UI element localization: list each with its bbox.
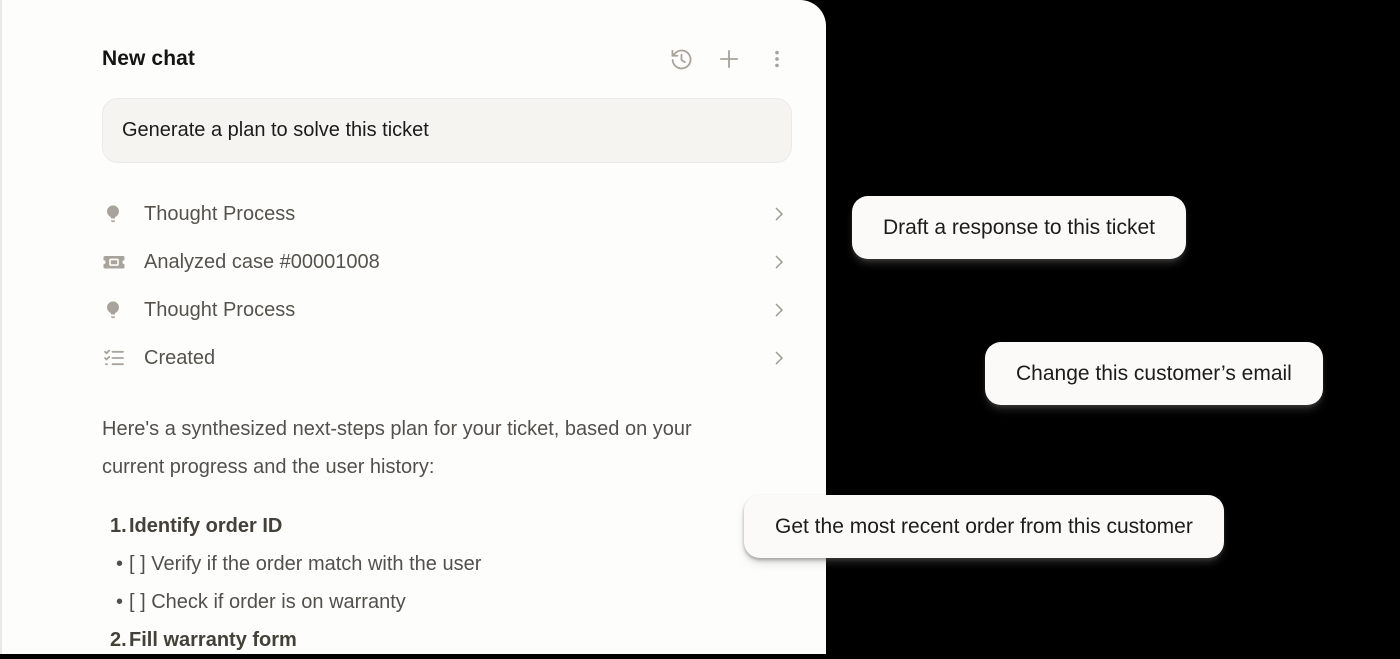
- plan-item-number: 1.: [110, 515, 127, 537]
- step-row-analyzed-case[interactable]: Analyzed case #00001008: [102, 238, 792, 286]
- plan-item-text: [ ] Verify if the order match with the u…: [129, 553, 482, 575]
- plan-item-check-warranty: • [ ] Check if order is on warranty: [102, 583, 790, 621]
- chat-toolbar: [668, 46, 790, 72]
- user-message-bubble: Generate a plan to solve this ticket: [102, 98, 792, 163]
- step-label: Created: [144, 346, 216, 369]
- user-message-text: Generate a plan to solve this ticket: [122, 119, 429, 141]
- lightbulb-icon: [102, 202, 128, 226]
- page-title: New chat: [102, 47, 195, 70]
- chevron-right-icon: [770, 301, 788, 319]
- step-row-created[interactable]: Created: [102, 334, 792, 382]
- step-label: Analyzed case #00001008: [144, 250, 380, 273]
- suggestion-draft-response-button[interactable]: Draft a response to this ticket: [852, 196, 1186, 259]
- plan-item-verify-order: • [ ] Verify if the order match with the…: [102, 545, 790, 583]
- step-label: Thought Process: [144, 298, 296, 321]
- bullet-marker: •: [116, 591, 124, 613]
- kebab-menu-icon: [766, 47, 788, 71]
- plan-item-text: Fill warranty form: [129, 629, 297, 651]
- step-row-thought-process-2[interactable]: Thought Process: [102, 286, 792, 334]
- plan-item-number: 2.: [110, 629, 127, 651]
- new-chat-button[interactable]: [716, 46, 742, 72]
- lightbulb-icon: [102, 298, 128, 322]
- suggestion-recent-order-button[interactable]: Get the most recent order from this cust…: [744, 495, 1224, 558]
- plus-icon: [716, 46, 742, 72]
- step-row-thought-process-1[interactable]: Thought Process: [102, 190, 792, 238]
- checklist-icon: [102, 346, 128, 370]
- plan-intro-text: Here's a synthesized next-steps plan for…: [102, 418, 692, 478]
- history-icon: [669, 47, 694, 72]
- more-options-button[interactable]: [764, 46, 790, 72]
- agent-steps-list: Thought Process Analyzed case #00: [102, 190, 792, 382]
- history-button[interactable]: [668, 46, 694, 72]
- plan-item-text: [ ] Check if order is on warranty: [129, 591, 406, 613]
- chevron-right-icon: [770, 349, 788, 367]
- suggestion-change-email-button[interactable]: Change this customer’s email: [985, 342, 1323, 405]
- step-label: Thought Process: [144, 202, 296, 225]
- chevron-right-icon: [770, 205, 788, 223]
- plan-item-text: Identify order ID: [129, 515, 283, 537]
- ticket-icon: [102, 250, 128, 274]
- bullet-marker: •: [116, 553, 124, 575]
- chevron-right-icon: [770, 253, 788, 271]
- plan-item-fill-warranty-form: 2. Fill warranty form: [102, 621, 790, 659]
- plan-list: 1. Identify order ID • [ ] Verify if the…: [102, 507, 790, 659]
- plan-item-identify-order: 1. Identify order ID: [102, 507, 790, 545]
- chat-panel: New chat: [0, 0, 826, 654]
- chat-panel-header: New chat: [102, 44, 790, 74]
